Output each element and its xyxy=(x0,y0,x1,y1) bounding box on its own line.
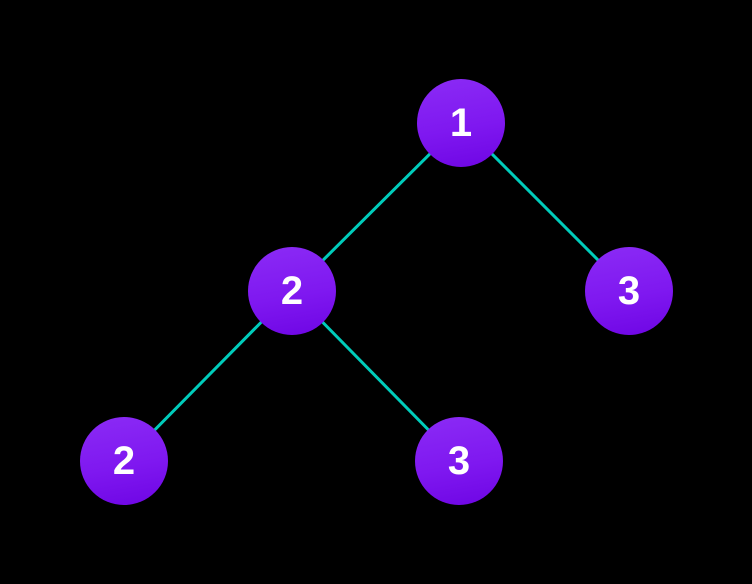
edge-group xyxy=(122,121,631,463)
tree-node-2[interactable]: 2 xyxy=(80,417,168,505)
tree-node-label: 3 xyxy=(617,269,641,313)
tree-node-2[interactable]: 2 xyxy=(248,247,336,335)
tree-node-1[interactable]: 1 xyxy=(417,79,505,167)
tree-node-3[interactable]: 3 xyxy=(585,247,673,335)
tree-node-label: 1 xyxy=(449,101,473,145)
tree-node-label: 3 xyxy=(447,439,471,483)
tree-node-3[interactable]: 3 xyxy=(415,417,503,505)
tree-node-label: 2 xyxy=(280,269,304,313)
tree-node-label: 2 xyxy=(112,439,136,483)
